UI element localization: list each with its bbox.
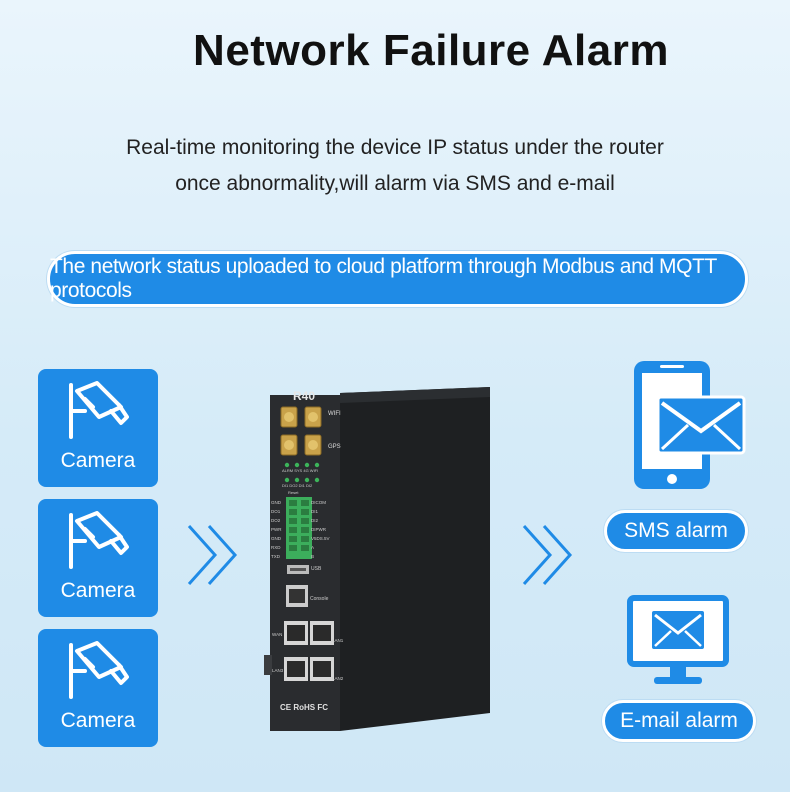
camera-icon [69, 381, 129, 439]
device-lan2-label: LAN2 [332, 676, 344, 681]
pin-label: RXD [271, 545, 281, 550]
pin-label: A [311, 545, 315, 550]
pin-label: V5DS.5V [311, 536, 330, 541]
pin-label: DICOM [311, 500, 326, 505]
pin-label: DO2 [271, 518, 281, 523]
device-led-labels-top: ALRM SYS 4G WIFI [282, 468, 319, 473]
device-pins-right: DICOM DI1 DI2 DIPWR V5DS.5V A B [311, 498, 330, 561]
camera-icon [69, 511, 129, 569]
pin-label: DI1 [311, 509, 319, 514]
pin-label: GND [271, 536, 281, 541]
pin-label: TXD [271, 554, 280, 559]
subtitle: Real-time monitoring the device IP statu… [0, 130, 790, 202]
device-reset-label: Reset [288, 490, 299, 495]
device-usb-label: USB [311, 566, 322, 572]
device-pins-left: GND DO1 DO2 PWR GND RXD TXD [271, 498, 282, 561]
protocol-banner: The network status uploaded to cloud pla… [47, 251, 748, 307]
camera-card-3: Camera [38, 629, 158, 747]
monitor-icon [627, 595, 729, 684]
device-gps-label: GPS [328, 444, 341, 450]
pin-label: DI2 [311, 518, 319, 523]
pin-label: PWR [271, 527, 282, 532]
device-wifi-label: WIFI [328, 411, 341, 417]
subtitle-line-1: Real-time monitoring the device IP statu… [126, 136, 664, 159]
pin-label: DO1 [271, 509, 281, 514]
device-lan3-label: LAN3 [272, 668, 284, 673]
email-alarm-badge: E-mail alarm [602, 700, 756, 742]
router-device [264, 387, 490, 731]
device-led-labels-bottom: DI1 DO2 DI1 DI2 [282, 483, 313, 488]
camera-card-1: Camera [38, 369, 158, 487]
camera-label: Camera [60, 579, 136, 602]
pin-label: B [311, 554, 315, 559]
device-certification-marks: CE RoHS FC [280, 703, 328, 712]
camera-card-2: Camera [38, 499, 158, 617]
page-title: Network Failure Alarm [193, 26, 669, 75]
double-chevron-right-icon [187, 524, 238, 586]
device-lan1-label: LAN1 [332, 638, 344, 643]
sms-alarm-badge: SMS alarm [604, 510, 748, 552]
double-chevron-right-icon [522, 524, 573, 586]
camera-icon [69, 641, 129, 699]
device-model-label: R40 [293, 389, 316, 403]
subtitle-line-2: once abnormality,will alarm via SMS and … [175, 172, 615, 195]
camera-label: Camera [60, 709, 136, 732]
device-console-label: Console [310, 596, 329, 602]
phone-icon [634, 361, 746, 489]
pin-label: DIPWR [311, 527, 326, 532]
camera-label: Camera [60, 449, 136, 472]
pin-label: GND [271, 500, 281, 505]
device-wan-label: WAN [272, 632, 283, 637]
